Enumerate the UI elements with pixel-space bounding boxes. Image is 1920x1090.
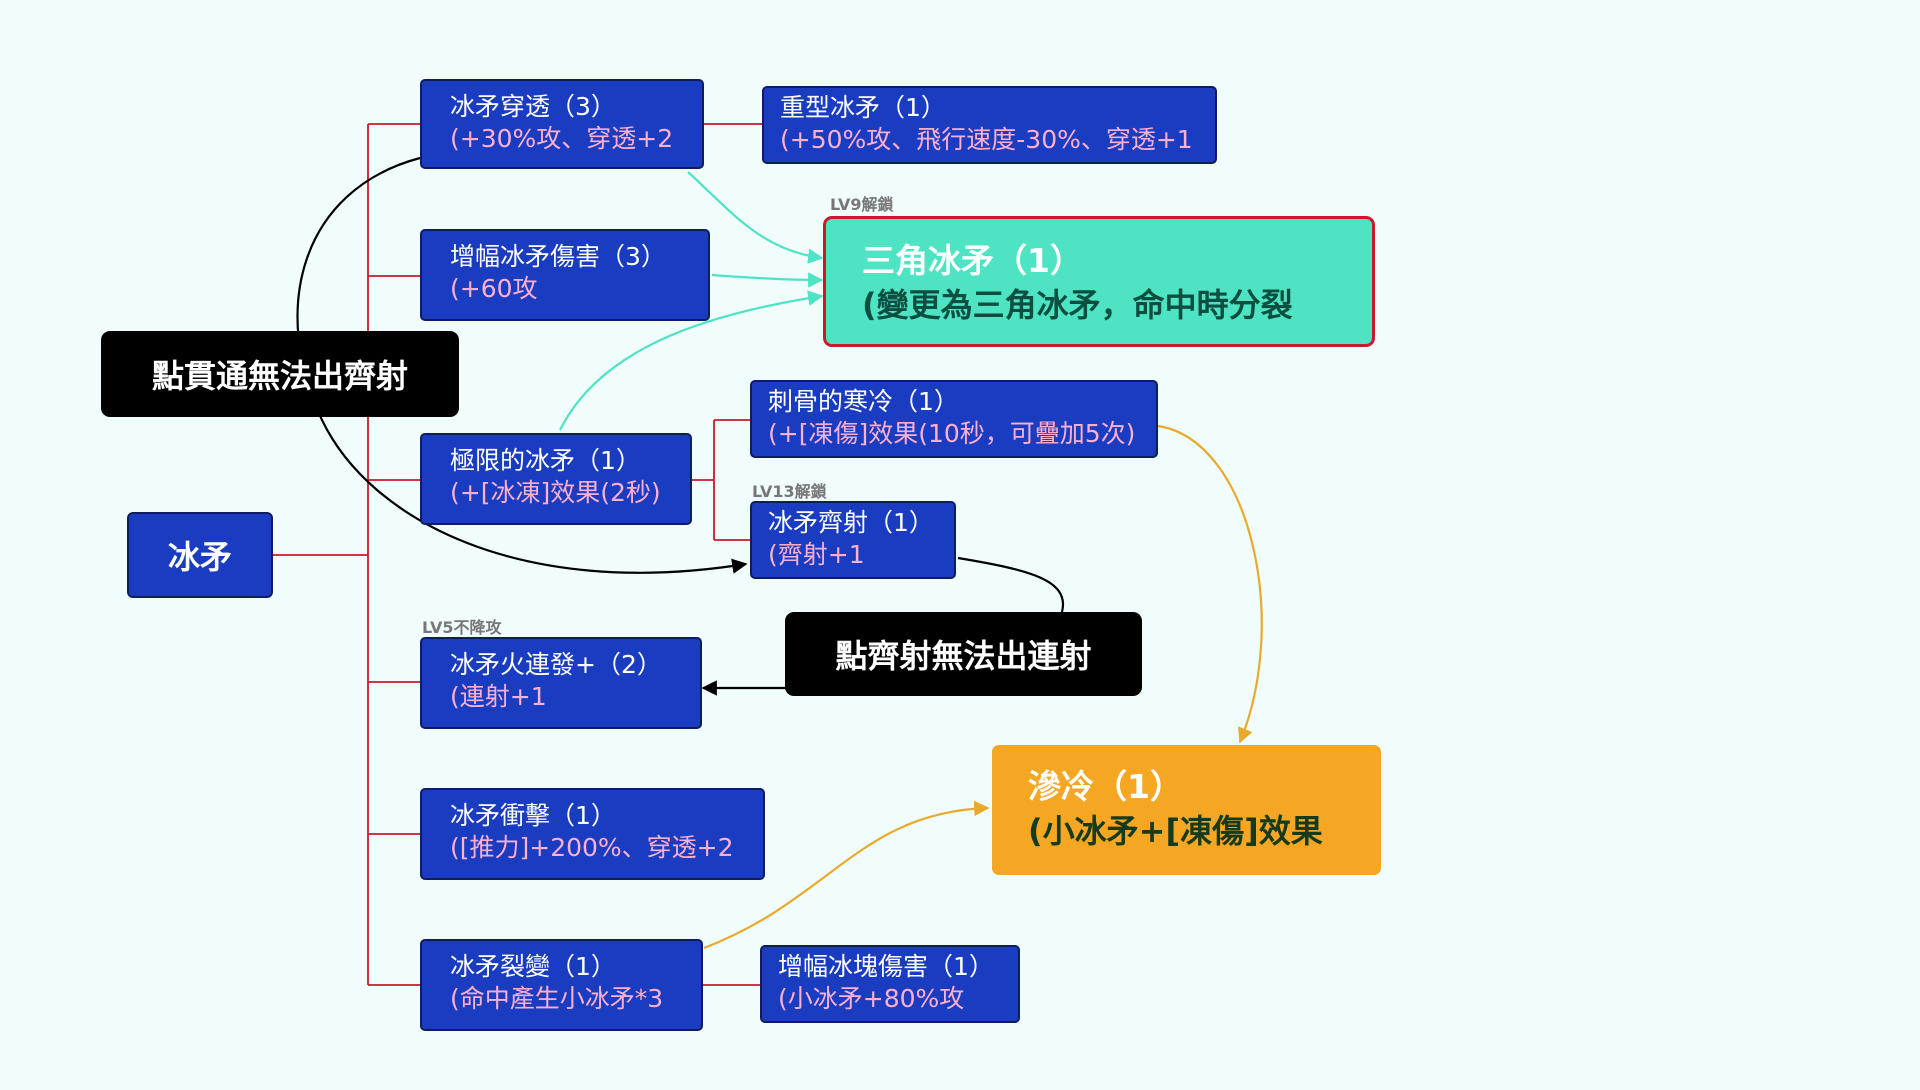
skill-title: 冰矛裂變（1） (450, 952, 616, 981)
skill-node-volley[interactable]: 冰矛齊射（1） (齊射+1 (750, 501, 956, 579)
skill-node-limit[interactable]: 極限的冰矛（1） (+[冰凍]效果(2秒) (420, 433, 692, 525)
skill-node-rapid[interactable]: 冰矛火連發+（2） (連射+1 (420, 637, 702, 729)
note-label: 點貫通無法出齊射 (151, 357, 408, 395)
note-pierce-no-volley: 點貫通無法出齊射 (101, 331, 459, 417)
highlight-desc: (小冰矛+[凍傷]效果 (1028, 812, 1323, 850)
skill-title: 增幅冰塊傷害（1） (778, 952, 994, 981)
skill-desc: (+30%攻、穿透+2 (450, 124, 674, 153)
skill-node-shard[interactable]: 增幅冰塊傷害（1） (小冰矛+80%攻 (760, 945, 1020, 1023)
highlight-desc: (變更為三角冰矛，命中時分裂 (862, 286, 1293, 324)
skill-desc: ([推力]+200%、穿透+2 (450, 833, 734, 862)
skill-node-pierce[interactable]: 冰矛穿透（3） (+30%攻、穿透+2 (420, 79, 704, 169)
skill-desc: (連射+1 (450, 682, 547, 711)
skill-desc: (小冰矛+80%攻 (778, 984, 965, 1013)
skill-title: 重型冰矛（1） (780, 93, 946, 122)
root-node-label: 冰矛 (167, 538, 232, 576)
skill-title: 刺骨的寒冷（1） (768, 387, 959, 416)
unlock-tag-lv5: LV5不降攻 (422, 618, 502, 637)
skill-title: 冰矛衝擊（1） (450, 801, 616, 830)
arrow-damage-to-triangle (711, 272, 824, 288)
skill-desc: (+60攻 (450, 274, 538, 303)
highlight-title: 三角冰矛（1） (862, 241, 1083, 280)
highlight-title: 滲冷（1） (1028, 767, 1183, 806)
skill-node-chill[interactable]: 刺骨的寒冷（1） (+[凍傷]效果(10秒，可疊加5次) (750, 380, 1158, 458)
skill-title: 極限的冰矛（1） (450, 446, 641, 475)
skill-title: 冰矛齊射（1） (768, 508, 934, 537)
skill-desc: (+[冰凍]效果(2秒) (450, 478, 661, 507)
note-volley-no-rapid: 點齊射無法出連射 (785, 612, 1142, 696)
highlight-node-seep[interactable]: 滲冷（1） (小冰矛+[凍傷]效果 (992, 745, 1381, 875)
skill-desc: (+[凍傷]效果(10秒，可疊加5次) (768, 419, 1136, 448)
unlock-tag-lv9: LV9解鎖 (830, 195, 894, 214)
skill-node-impact[interactable]: 冰矛衝擊（1） ([推力]+200%、穿透+2 (420, 788, 765, 880)
note-label: 點齊射無法出連射 (835, 637, 1092, 675)
skill-node-fission[interactable]: 冰矛裂變（1） (命中產生小冰矛*3 (420, 939, 703, 1031)
root-node-ice-spear[interactable]: 冰矛 (127, 512, 273, 598)
skill-desc: (+50%攻、飛行速度-30%、穿透+1 (780, 125, 1193, 154)
skill-desc: (命中產生小冰矛*3 (450, 984, 664, 1013)
unlock-tag-lv13: LV13解鎖 (752, 482, 827, 501)
skill-node-heavy[interactable]: 重型冰矛（1） (+50%攻、飛行速度-30%、穿透+1 (762, 86, 1217, 164)
skill-title: 增幅冰矛傷害（3） (450, 242, 666, 271)
arrow-chill-to-seep (1157, 424, 1263, 744)
highlight-node-triangle[interactable]: 三角冰矛（1） (變更為三角冰矛，命中時分裂 (823, 216, 1375, 347)
skill-desc: (齊射+1 (768, 540, 865, 569)
skill-node-damage[interactable]: 增幅冰矛傷害（3） (+60攻 (420, 229, 710, 321)
skill-title: 冰矛穿透（3） (450, 92, 616, 121)
skill-title: 冰矛火連發+（2） (450, 650, 662, 679)
exclusion-arc-volley-rapid (957, 556, 1065, 613)
